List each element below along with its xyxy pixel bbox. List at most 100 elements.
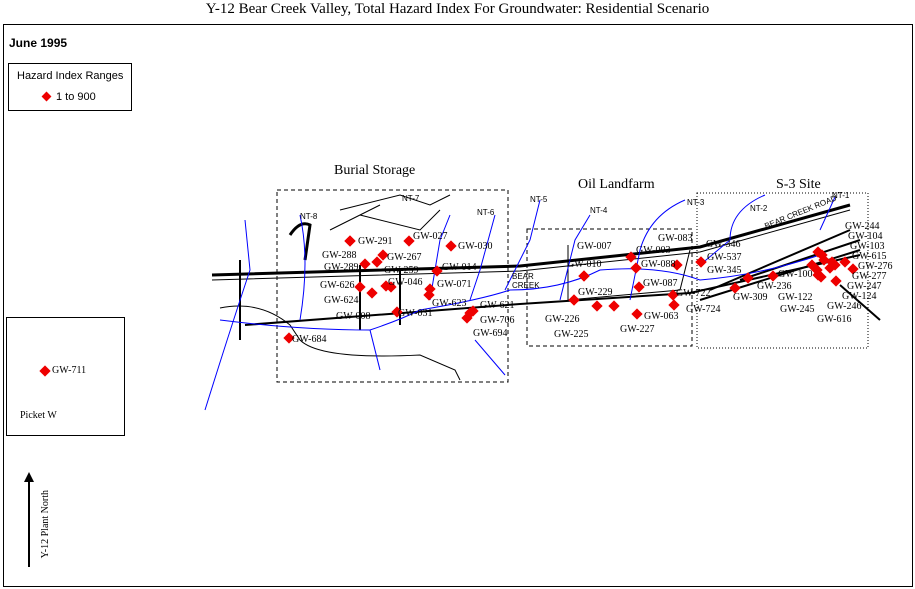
well-marker[interactable] xyxy=(826,256,838,268)
north-label: Y-12 Plant North xyxy=(40,490,51,559)
well-marker[interactable] xyxy=(671,259,683,271)
well-label: GW-014 xyxy=(442,262,477,273)
well-marker[interactable] xyxy=(445,240,457,252)
legend-item-label: 1 to 900 xyxy=(56,91,96,103)
well-label: GW-309 xyxy=(733,292,768,303)
well-label: GW-027 xyxy=(413,231,448,242)
burial-storage-boundary xyxy=(276,189,509,383)
well-marker[interactable] xyxy=(625,251,637,263)
site-label-oil-landfarm: Oil Landfarm xyxy=(578,177,655,192)
well-marker[interactable] xyxy=(695,256,707,268)
well-marker[interactable] xyxy=(354,281,366,293)
well-label: GW-277 xyxy=(852,271,887,282)
well-label: GW-103 xyxy=(850,241,885,252)
tributary-label: NT-5 xyxy=(530,195,548,204)
well-label: GW-227 xyxy=(620,324,655,335)
well-marker[interactable] xyxy=(377,249,389,261)
well-label: GW-615 xyxy=(852,251,887,262)
well-marker[interactable] xyxy=(359,258,371,270)
haul-road xyxy=(219,305,461,381)
well-label: GW-063 xyxy=(644,311,679,322)
well-marker[interactable] xyxy=(366,287,378,299)
oil-landfarm-boundary xyxy=(526,228,693,347)
well-label: GW-345 xyxy=(707,265,742,276)
tributary-label: NT-2 xyxy=(750,204,768,213)
tributary-label: NT-4 xyxy=(590,206,608,215)
well-label: GW-236 xyxy=(757,281,792,292)
well-marker[interactable] xyxy=(403,235,415,247)
well-label: GW-087 xyxy=(643,278,678,289)
well-marker[interactable] xyxy=(578,270,590,282)
well-marker[interactable] xyxy=(385,281,397,293)
well-marker[interactable] xyxy=(631,308,643,320)
well-marker[interactable] xyxy=(39,365,51,377)
well-label: GW-711 xyxy=(52,365,87,376)
well-marker[interactable] xyxy=(815,271,827,283)
well-label: GW-706 xyxy=(480,315,515,326)
well-label: GW-621 xyxy=(480,300,515,311)
well-marker[interactable] xyxy=(767,270,779,282)
well-marker[interactable] xyxy=(847,263,859,275)
well-label: GW-007 xyxy=(577,241,612,252)
legend-item: 1 to 900 xyxy=(41,91,96,103)
legend-heading: Hazard Index Ranges xyxy=(17,70,124,82)
well-label: GW-624 xyxy=(324,295,359,306)
well-marker[interactable] xyxy=(423,289,435,301)
well-label: GW-245 xyxy=(780,304,815,315)
well-marker[interactable] xyxy=(371,256,383,268)
well-label: GW-083 xyxy=(658,233,693,244)
map-frame xyxy=(3,24,913,587)
road-edge xyxy=(211,209,851,281)
well-marker[interactable] xyxy=(344,235,356,247)
well-marker[interactable] xyxy=(839,256,851,268)
well-marker[interactable] xyxy=(812,246,824,258)
map-title: Y-12 Bear Creek Valley, Total Hazard Ind… xyxy=(205,1,710,17)
well-marker[interactable] xyxy=(742,272,754,284)
tributary-label: NT-8 xyxy=(300,212,318,221)
well-label: GW-229 xyxy=(578,287,613,298)
well-label: GW-537 xyxy=(707,252,742,263)
well-marker[interactable] xyxy=(630,262,642,274)
well-marker[interactable] xyxy=(667,289,679,301)
well-marker[interactable] xyxy=(431,265,443,277)
well-marker[interactable] xyxy=(283,332,295,344)
well-label: GW-623 xyxy=(432,298,467,309)
well-label: GW-276 xyxy=(858,261,893,272)
well-label: GW-046 xyxy=(388,277,423,288)
well-label: GW-246 xyxy=(827,301,862,312)
well-label: GW-288 xyxy=(322,250,357,261)
well-label: GW-724 xyxy=(686,304,721,315)
well-label: GW-247 xyxy=(847,281,882,292)
main-road xyxy=(211,203,851,277)
well-marker[interactable] xyxy=(391,306,403,318)
well-label: GW-088 xyxy=(641,259,676,270)
well-label: GW-291 xyxy=(358,236,393,247)
legend: Hazard Index Ranges 1 to 900 xyxy=(8,63,132,111)
well-marker[interactable] xyxy=(668,299,680,311)
streams xyxy=(204,194,836,411)
well-marker[interactable] xyxy=(568,294,580,306)
well-label: GW-225 xyxy=(554,329,589,340)
well-label: GW-259 xyxy=(384,265,419,276)
bear-creek-label: BEAR CREEK xyxy=(512,272,540,290)
well-label: GW-626 xyxy=(320,280,355,291)
well-marker[interactable] xyxy=(461,312,473,324)
well-marker[interactable] xyxy=(591,300,603,312)
inset-label: Picket W xyxy=(20,410,57,421)
well-label: GW-100 xyxy=(778,269,813,280)
site-label-s3-site: S-3 Site xyxy=(776,177,821,192)
well-label: GW-244 xyxy=(845,221,880,232)
well-marker[interactable] xyxy=(830,275,842,287)
well-label: GW-008 xyxy=(336,311,371,322)
well-marker[interactable] xyxy=(729,282,741,294)
well-label: GW-684 xyxy=(292,334,327,345)
well-marker[interactable] xyxy=(608,300,620,312)
site-label-burial-storage: Burial Storage xyxy=(334,163,416,178)
well-label: GW-694 xyxy=(473,328,508,339)
well-label: GW-616 xyxy=(817,314,852,325)
well-label: GW-003 xyxy=(636,245,671,256)
well-label: GW-030 xyxy=(458,241,493,252)
well-marker[interactable] xyxy=(633,281,645,293)
well-label: GW-071 xyxy=(437,279,472,290)
